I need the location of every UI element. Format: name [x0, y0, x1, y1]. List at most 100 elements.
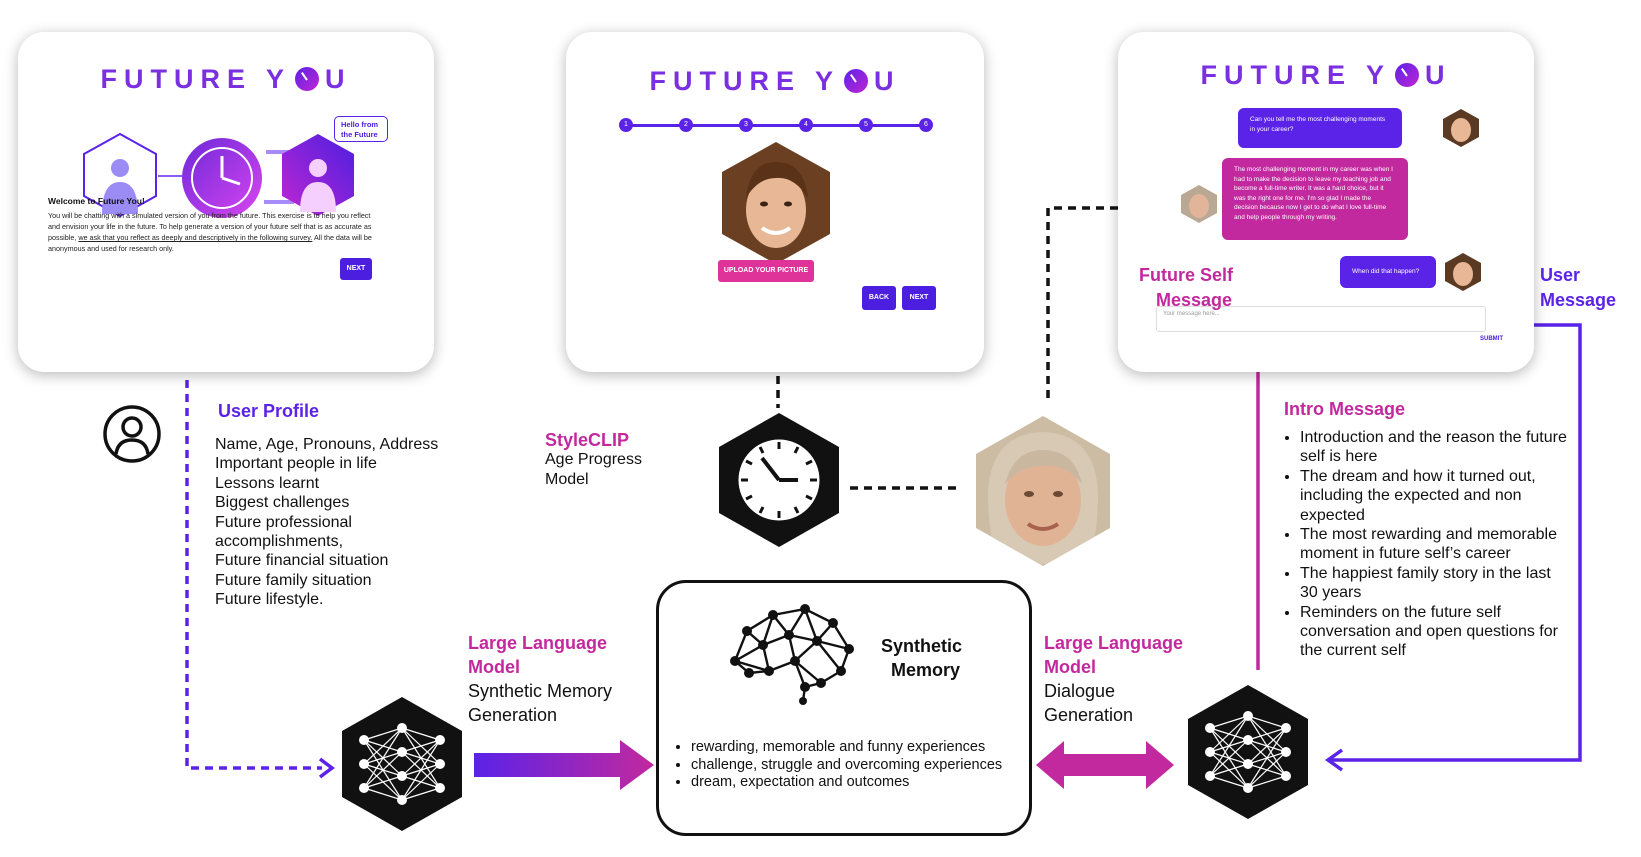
welcome-next-button[interactable]: NEXT [340, 258, 372, 280]
step-6[interactable]: 6 [919, 118, 933, 132]
clock-o-icon [844, 69, 868, 93]
llm-left-sub-1: Synthetic Memory [468, 681, 613, 701]
profile-item: Future professional [215, 513, 352, 531]
future-self-message-label-1: Future Self [1139, 265, 1234, 285]
step-3[interactable]: 3 [739, 118, 753, 132]
future-self-body-icon [300, 182, 336, 212]
present-self-head-icon [111, 159, 129, 177]
step-2[interactable]: 2 [679, 118, 693, 132]
styleclip-sub-1: Age Progress [545, 451, 642, 468]
future-message-bubble: The most challenging moment in my career… [1222, 158, 1408, 240]
upload-picture-button[interactable]: UPLOAD YOUR PICTURE [718, 260, 814, 282]
synthetic-memory-box: Synthetic Memory rewarding, memorable an… [656, 580, 1032, 836]
memory-item: dream, expectation and outcomes [691, 774, 1041, 792]
intro-item: The dream and how it turned out, includi… [1300, 467, 1570, 525]
welcome-body: You will be chatting with a simulated ve… [48, 210, 378, 254]
llm-left-sub-2: Generation [468, 705, 558, 725]
synthetic-memory-title-1: Synthetic [881, 636, 963, 656]
styleclip-sub-2: Model [545, 471, 589, 488]
profile-arrowhead [318, 757, 335, 779]
future-self-head-icon [309, 159, 327, 177]
profile-item: Future family situation [215, 571, 372, 589]
llm-dialogue-network-icon [1188, 685, 1308, 819]
profile-item: Biggest challenges [215, 494, 350, 512]
styleclip-label: StyleCLIP [545, 430, 630, 450]
llm-right-sub-2: Generation [1044, 705, 1134, 725]
young-face-photo [722, 142, 830, 264]
llm-memory-network-icon [342, 697, 462, 831]
synthetic-memory-title-2: Memory [891, 660, 961, 680]
submit-button[interactable]: SUBMIT [1480, 336, 1503, 342]
profile-dashed-connector [185, 380, 322, 770]
user-message-label-2: Message [1540, 290, 1617, 310]
user-avatar-2 [1445, 253, 1481, 291]
future-you-logo: FUTURE Y U [1118, 60, 1534, 91]
step-1[interactable]: 1 [619, 118, 633, 132]
hello-speech-bubble: Hello from the Future [334, 116, 388, 142]
user-message-connector [1330, 323, 1582, 762]
welcome-body-text: You will be chatting with a simulated ve… [48, 211, 372, 242]
progress-line [626, 124, 926, 127]
logo-text-left: FUTURE Y [649, 66, 840, 96]
future-self-avatar [1181, 185, 1217, 223]
profile-item: Important people in life [215, 455, 377, 473]
memory-generation-arrow [474, 740, 654, 790]
profile-item: Name, Age, Pronouns, Address [215, 436, 439, 453]
intro-item: Reminders on the future self conversatio… [1300, 603, 1570, 661]
user-message-label-1: User [1540, 265, 1581, 285]
hello-speech-text: Hello from the Future [341, 120, 379, 139]
welcome-card: FUTURE Y U Hello from the Future Welcome … [18, 32, 434, 372]
survey-link[interactable]: we ask that you reflect as deeply and de… [78, 233, 313, 242]
message-input-placeholder: Your message here... [1163, 311, 1220, 317]
llm-left-label-1: Large Language [468, 633, 608, 653]
back-button[interactable]: BACK [862, 286, 896, 310]
profile-item: Future lifestyle. [215, 591, 324, 609]
chat-card: FUTURE Y U Can you tell me the most chall… [1118, 32, 1534, 372]
intro-message-list: Introduction and the reason the future s… [1286, 428, 1570, 661]
profile-item: accomplishments, [215, 533, 344, 551]
llm-right-sub-1: Dialogue [1044, 681, 1116, 701]
user-message-arrowhead [1324, 748, 1344, 772]
upload-next-button[interactable]: NEXT [902, 286, 936, 310]
user-profile-label: User Profile [218, 401, 320, 421]
memory-item: rewarding, memorable and funny experienc… [691, 739, 1041, 757]
logo-text-left: FUTURE Y [100, 64, 291, 94]
step-4[interactable]: 4 [799, 118, 813, 132]
llm-left-label-2: Model [468, 657, 520, 677]
llm-right-label-2: Model [1044, 657, 1096, 677]
upload-card: FUTURE Y U 1 2 3 4 5 6 UPLOAD YOUR PICTUR… [566, 32, 984, 372]
logo-text-left: FUTURE Y [1200, 60, 1391, 90]
profile-item: Future financial situation [215, 552, 389, 570]
clock-o-icon [295, 67, 319, 91]
intro-item: The most rewarding and memorable moment … [1300, 525, 1570, 564]
user-avatar-1 [1443, 109, 1479, 147]
clock-o-icon [1395, 63, 1419, 87]
future-you-logo: FUTURE Y U [18, 64, 434, 95]
user-message-bubble-2: When did that happen? [1340, 256, 1436, 288]
profile-item: Lessons learnt [215, 474, 320, 492]
future-self-message-label-2: Message [1156, 290, 1233, 310]
user-profile-list: Name, Age, Pronouns, Address Important p… [215, 435, 438, 610]
present-future-illustration [83, 132, 354, 218]
step-5[interactable]: 5 [859, 118, 873, 132]
llm-right-label-1: Large Language [1044, 633, 1184, 653]
logo-text-right: U [325, 64, 352, 94]
dialogue-double-arrow [1036, 741, 1174, 789]
user-message-bubble-1: Can you tell me the most challenging mom… [1238, 108, 1402, 148]
intro-item: Introduction and the reason the future s… [1300, 428, 1570, 467]
aged-face-photo [976, 416, 1110, 566]
user-profile-icon [103, 405, 161, 463]
age-progress-clock-icon [719, 413, 839, 547]
logo-text-right: U [874, 66, 901, 96]
intro-message-label: Intro Message [1284, 399, 1406, 419]
synthetic-memory-list: rewarding, memorable and funny experienc… [677, 739, 1041, 792]
welcome-body-text-end: All the data will be anonymous and used … [48, 233, 372, 253]
welcome-title: Welcome to Future You! [48, 196, 145, 206]
future-you-logo: FUTURE Y U [566, 66, 984, 97]
intro-item: The happiest family story in the last 30… [1300, 564, 1570, 603]
message-input[interactable]: Your message here... [1156, 306, 1486, 332]
memory-item: challenge, struggle and overcoming exper… [691, 757, 1041, 775]
logo-text-right: U [1425, 60, 1452, 90]
present-self-body-icon [102, 182, 138, 214]
